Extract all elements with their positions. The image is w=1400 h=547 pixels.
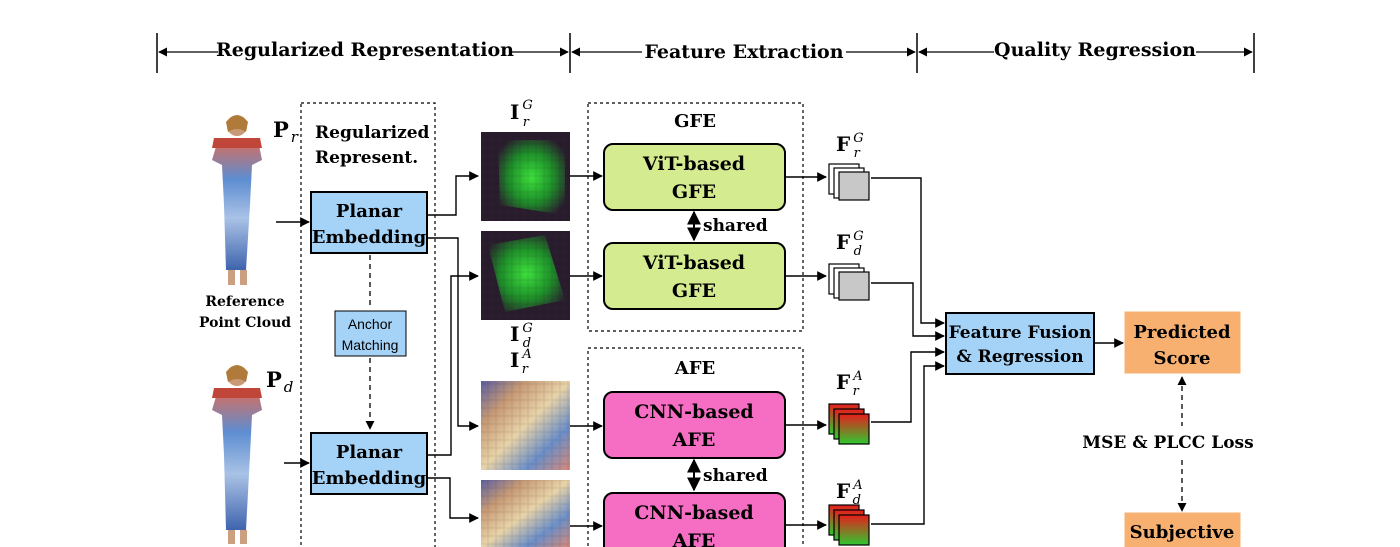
svg-text:Anchor: Anchor xyxy=(348,316,393,332)
svg-text:AFE: AFE xyxy=(672,530,716,547)
regularized-panel xyxy=(300,102,436,547)
svg-text:Planar: Planar xyxy=(336,442,403,463)
svg-text:Score: Score xyxy=(1154,348,1211,369)
svg-text:FGr: FGr xyxy=(836,131,864,161)
svg-text:Matching: Matching xyxy=(342,337,399,353)
svg-text:Pd: Pd xyxy=(266,367,293,396)
svg-text:GFE: GFE xyxy=(672,280,716,302)
geometry-projection-ref-image xyxy=(481,132,570,221)
stage-label-feature-extraction: Feature Extraction xyxy=(644,41,843,63)
feature-stack-fgr xyxy=(828,163,870,201)
svg-text:Embedding: Embedding xyxy=(312,227,427,248)
svg-text:IGr: IGr xyxy=(510,98,533,130)
planar-embedding-ref: Planar Embedding xyxy=(310,191,428,254)
reference-caption-line2: Point Cloud xyxy=(199,315,291,331)
svg-text:IGd: IGd xyxy=(510,321,533,351)
gfe-shared-label: shared xyxy=(703,216,768,236)
svg-text:Feature Fusion: Feature Fusion xyxy=(949,323,1092,343)
feature-fusion-regression-box: Feature Fusion & Regression xyxy=(945,312,1095,375)
svg-text:CNN-based: CNN-based xyxy=(634,502,753,524)
geometry-projection-dist-image xyxy=(481,231,570,320)
svg-text:GFE: GFE xyxy=(672,181,716,203)
svg-text:FAr: FAr xyxy=(836,369,863,399)
stage-label-quality-regression: Quality Regression xyxy=(994,39,1196,61)
reference-point-cloud-figure xyxy=(212,115,262,285)
svg-text:AFE: AFE xyxy=(672,429,716,451)
stage-label-regularized: Regularized Representation xyxy=(216,39,514,61)
vit-gfe-block-ref: ViT-based GFE xyxy=(603,143,786,211)
svg-text:ViT-based: ViT-based xyxy=(642,153,745,175)
reference-caption-line1: Reference xyxy=(205,294,284,310)
svg-text:& Regression: & Regression xyxy=(956,347,1083,367)
predicted-score-box: Predicted Score xyxy=(1124,311,1241,374)
distorted-point-cloud-figure xyxy=(212,365,262,544)
cnn-afe-block-ref: CNN-based AFE xyxy=(603,391,786,459)
svg-text:ViT-based: ViT-based xyxy=(642,252,745,274)
feature-stack-far xyxy=(828,403,870,445)
planar-embedding-dist: Planar Embedding xyxy=(310,432,428,495)
svg-text:Pr: Pr xyxy=(273,117,299,146)
header-timeline: Regularized Representation Feature Extra… xyxy=(156,33,1255,73)
afe-title: AFE xyxy=(674,358,715,379)
anchor-matching-box: Anchor Matching xyxy=(334,310,407,357)
regularized-panel-title-line1: Regularized xyxy=(315,123,430,143)
svg-text:Planar: Planar xyxy=(336,201,403,222)
subjective-score-box: Subjective xyxy=(1124,512,1241,547)
svg-text:Subjective: Subjective xyxy=(1130,522,1235,543)
svg-text:Embedding: Embedding xyxy=(312,468,427,489)
cnn-afe-block-dist: CNN-based AFE xyxy=(603,492,786,547)
feature-stack-fgd xyxy=(828,263,870,301)
feature-stack-fad xyxy=(828,504,870,546)
svg-text:Predicted: Predicted xyxy=(1133,322,1231,343)
svg-text:FAd: FAd xyxy=(836,478,863,508)
gfe-title: GFE xyxy=(674,111,716,132)
afe-shared-label: shared xyxy=(703,466,768,486)
attribute-projection-dist-image xyxy=(481,480,570,547)
attribute-projection-ref-image xyxy=(481,381,570,470)
svg-text:IAr: IAr xyxy=(510,347,532,377)
svg-text:FGd: FGd xyxy=(836,229,864,259)
loss-label: MSE & PLCC Loss xyxy=(1082,433,1253,453)
regularized-panel-title-line2: Represent. xyxy=(315,148,418,168)
vit-gfe-block-dist: ViT-based GFE xyxy=(603,242,786,310)
svg-text:CNN-based: CNN-based xyxy=(634,401,753,423)
